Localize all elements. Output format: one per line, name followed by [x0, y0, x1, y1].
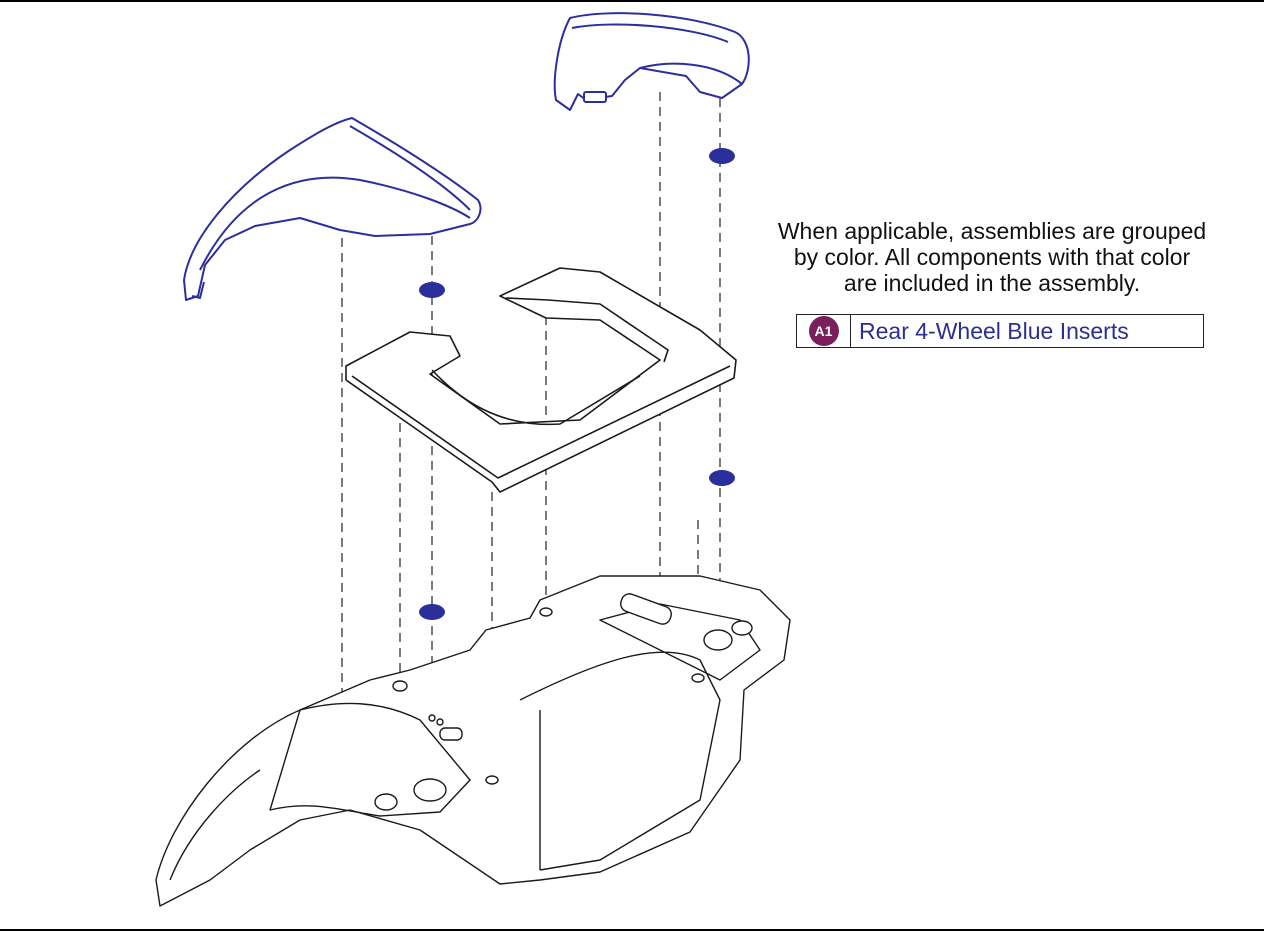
- fastener-oval: [419, 604, 445, 620]
- bottom-rule: [0, 929, 1264, 931]
- assembly-badge: A1: [808, 316, 839, 346]
- blue-fasteners: [419, 148, 735, 620]
- right-blue-insert: [553, 12, 750, 111]
- fastener-oval: [709, 148, 735, 164]
- left-blue-insert: [183, 117, 482, 301]
- note-line-3: are included in the assembly.: [843, 270, 1141, 296]
- fastener-oval: [709, 470, 735, 486]
- rear-shroud-body: [155, 575, 791, 907]
- middle-tray: [345, 267, 737, 493]
- assembly-note: When applicable, assemblies are grouped …: [722, 218, 1262, 296]
- legend-badge-cell: A1: [797, 315, 851, 347]
- assembly-label: Rear 4-Wheel Blue Inserts: [859, 317, 1129, 344]
- note-line-2: by color. All components with that color: [793, 244, 1191, 270]
- assembly-legend: A1 Rear 4-Wheel Blue Inserts: [796, 314, 1204, 348]
- fastener-oval: [419, 282, 445, 298]
- note-line-1: When applicable, assemblies are grouped: [777, 218, 1207, 244]
- top-rule: [0, 0, 1264, 2]
